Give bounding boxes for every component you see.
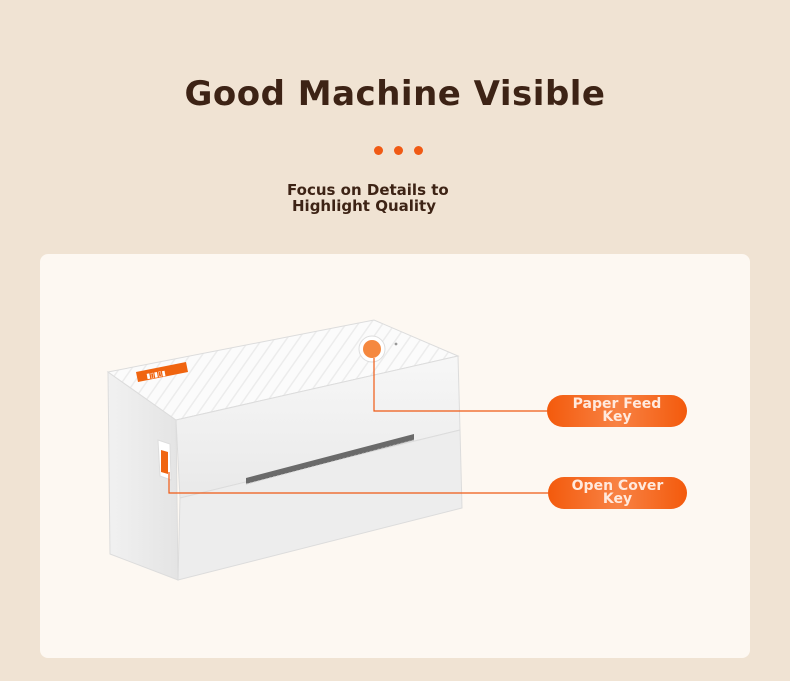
subtitle-line-1: Focus on Details to [287, 181, 449, 199]
subtitle-line-2: Highlight Quality [292, 197, 436, 215]
open-cover-leader-line [168, 472, 548, 494]
dot-icon [414, 146, 423, 155]
open-cover-button-icon[interactable] [157, 439, 172, 481]
product-card: ▮▯▮▯▮ Paper Feed Key Open Cover Key [40, 254, 750, 658]
paper-feed-key-callout: Paper Feed Key [547, 395, 687, 427]
open-cover-key-callout: Open Cover Key [548, 477, 687, 509]
printer-illustration: ▮▯▮▯▮ [106, 319, 548, 581]
dot-icon [394, 146, 403, 155]
paper-output-slot [246, 434, 414, 484]
decorative-dots [374, 146, 423, 155]
dot-icon [374, 146, 383, 155]
subtitle: Focus on Details to Highlight Quality [287, 182, 527, 214]
paper-feed-leader-line [373, 358, 547, 412]
paper-feed-button-icon[interactable] [358, 335, 398, 363]
printer-logo-icon: ▮▯▮▯▮ [136, 362, 188, 382]
page-title: Good Machine Visible [184, 74, 606, 114]
svg-text:▮▯▮▯▮: ▮▯▮▯▮ [146, 369, 167, 380]
